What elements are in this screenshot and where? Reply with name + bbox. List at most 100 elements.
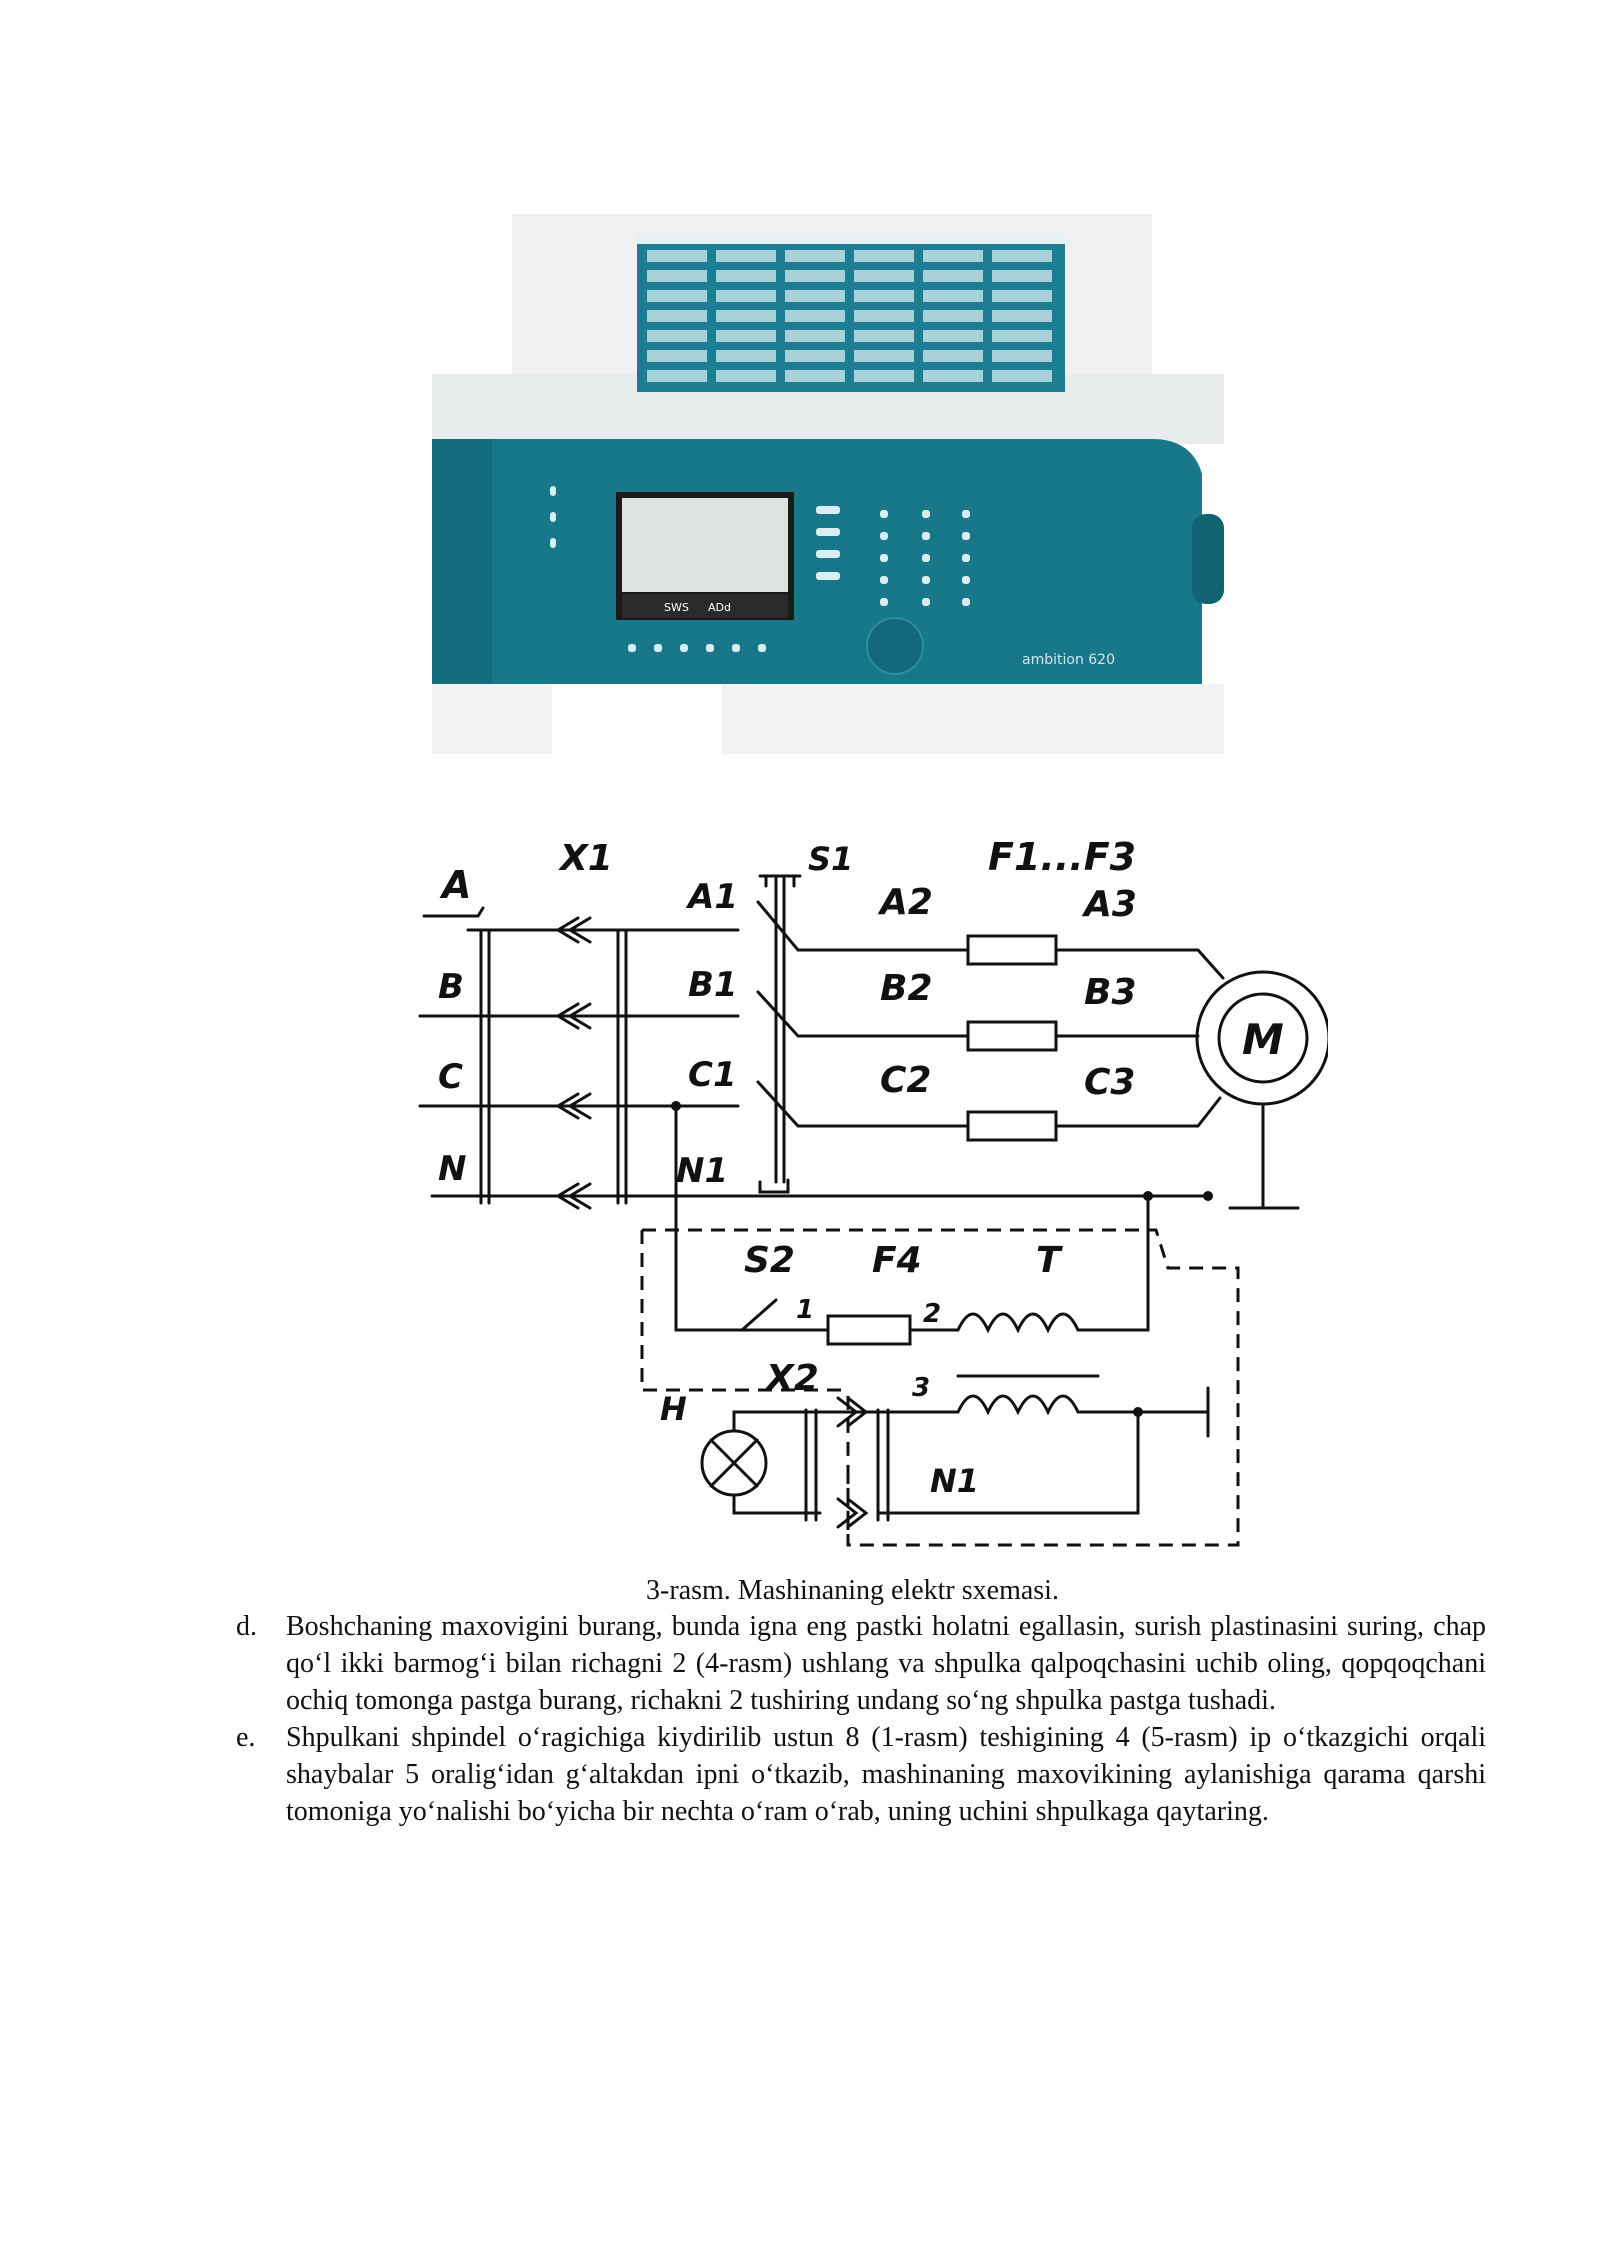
stitch-pattern-cell [647, 330, 707, 342]
stitch-pattern-cell [923, 350, 983, 362]
stitch-pattern-cell [647, 310, 707, 322]
panel-button [628, 644, 636, 652]
list-item: d. Boshchaning maxovigini burang, bunda … [236, 1608, 1486, 1719]
stitch-pattern-cell [785, 310, 845, 322]
stitch-pattern-cell [992, 270, 1052, 282]
stitch-pattern-cell [716, 330, 776, 342]
stitch-pattern-cell [647, 270, 707, 282]
stitch-pattern-cell [647, 370, 707, 382]
list-item-text: Boshchaning maxovigini burang, bunda ign… [286, 1611, 1486, 1716]
stitch-pattern-cell [923, 290, 983, 302]
stitch-pattern-cell [923, 270, 983, 282]
stitch-pattern-cell [992, 290, 1052, 302]
panel-button [816, 506, 840, 514]
stitch-pattern-cell [716, 270, 776, 282]
stitch-pattern-cell [923, 250, 983, 262]
stitch-pattern-cell [923, 310, 983, 322]
label-c3: C3 [1084, 1062, 1135, 1103]
stitch-pattern-cell [992, 330, 1052, 342]
stitch-pattern-cell [716, 310, 776, 322]
stitch-pattern-cell [785, 270, 845, 282]
brand-label: ambition 620 [1022, 652, 1115, 668]
label-c2: C2 [880, 1060, 931, 1101]
list-item-text: Shpulkani shpindel o‘ragichiga kiydirili… [286, 1722, 1486, 1827]
panel-button [962, 598, 970, 606]
list-marker: d. [236, 1611, 257, 1642]
label-n1: N1 [676, 1151, 728, 1191]
label-s1: S1 [808, 840, 853, 878]
stitch-pattern-cell [854, 250, 914, 262]
label-f1-f3: F1...F3 [988, 835, 1136, 879]
label-a: A [439, 863, 471, 907]
stitch-pattern-cell [785, 290, 845, 302]
stitch-pattern-cell [785, 330, 845, 342]
label-a1: A1 [685, 877, 738, 917]
stitch-pattern-cell [854, 330, 914, 342]
panel-button [880, 554, 888, 562]
label-terminal-1: 1 [796, 1295, 814, 1325]
panel-button [962, 532, 970, 540]
label-c: C [438, 1057, 463, 1097]
panel-button [962, 576, 970, 584]
figure-caption: 3-rasm. Mashinaning elektr sxemasi. [646, 1575, 1059, 1606]
stitch-pattern-cell [992, 250, 1052, 262]
label-a3: A3 [1081, 884, 1137, 925]
stitch-pattern-cell [854, 310, 914, 322]
stitch-pattern-cell [923, 370, 983, 382]
label-b1: B1 [688, 965, 738, 1005]
handwheel [1192, 514, 1224, 604]
panel-button [922, 576, 930, 584]
stitch-pattern-cell [854, 290, 914, 302]
screen-label-add: ADd [708, 601, 731, 614]
label-h: H [660, 1390, 687, 1428]
list-item: e. Shpulkani shpindel o‘ragichiga kiydir… [236, 1719, 1486, 1830]
stitch-pattern-cell [647, 250, 707, 262]
stitch-pattern-cell [647, 350, 707, 362]
navigation-pad [866, 617, 924, 675]
stitch-pattern-cell [785, 350, 845, 362]
stitch-pattern-cell [992, 370, 1052, 382]
label-s2: S2 [744, 1240, 795, 1281]
stitch-pattern-cell [992, 350, 1052, 362]
label-c1: C1 [688, 1055, 737, 1095]
label-terminal-3: 3 [912, 1373, 930, 1403]
panel-button [654, 644, 662, 652]
panel-button [880, 532, 888, 540]
panel-button [550, 486, 556, 496]
instruction-list: d. Boshchaning maxovigini burang, bunda … [236, 1608, 1486, 1830]
label-b2: B2 [880, 968, 933, 1009]
panel-button [922, 598, 930, 606]
label-n1-secondary: N1 [930, 1462, 979, 1500]
panel-button [880, 576, 888, 584]
panel-button [880, 510, 888, 518]
stitch-pattern-cell [716, 370, 776, 382]
label-a2: A2 [877, 882, 933, 923]
panel-button [816, 572, 840, 580]
panel-button [880, 598, 888, 606]
stitch-pattern-cell [716, 290, 776, 302]
label-b: B [438, 967, 464, 1007]
stitch-pattern-cell [785, 370, 845, 382]
panel-button [962, 554, 970, 562]
screen-label-sws: SWS [664, 601, 689, 614]
sewing-machine-photo: SWS ADd ambition 620 [432, 214, 1224, 754]
list-marker: e. [236, 1722, 256, 1753]
stitch-pattern-cell [716, 350, 776, 362]
label-motor: M [1242, 1015, 1284, 1064]
label-f4: F4 [872, 1240, 922, 1281]
panel-button [922, 510, 930, 518]
label-t: T [1036, 1240, 1063, 1281]
lcd-screen: SWS ADd [616, 492, 794, 620]
panel-button [550, 538, 556, 548]
label-x2: X2 [764, 1358, 819, 1399]
panel-button [922, 554, 930, 562]
label-x1: X1 [558, 838, 613, 879]
panel-button [758, 644, 766, 652]
panel-button [706, 644, 714, 652]
stitch-pattern-cell [854, 370, 914, 382]
panel-button [816, 528, 840, 536]
panel-button [550, 512, 556, 522]
stitch-pattern-cell [785, 250, 845, 262]
panel-button [816, 550, 840, 558]
electric-circuit-diagram: A B C N X1 S1 F1...F3 A1 B1 C1 N1 A2 B2 … [418, 835, 1328, 1547]
